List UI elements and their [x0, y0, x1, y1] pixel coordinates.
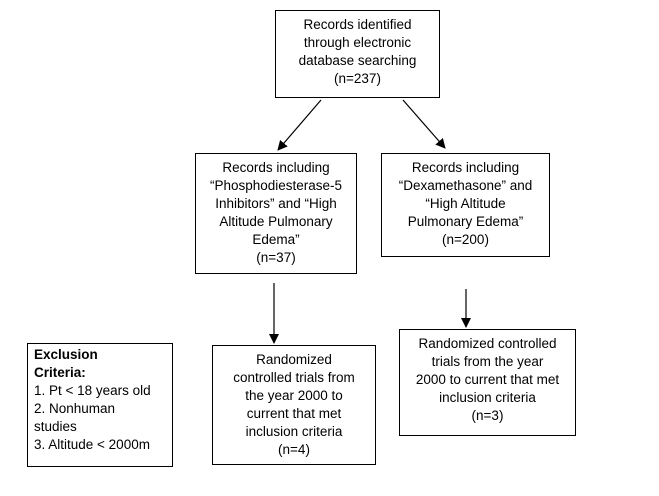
box-line: “Dexamethasone” and [398, 178, 533, 193]
box-line: Inhibitors” and “High [215, 196, 337, 211]
box-line: through electronic [303, 35, 412, 50]
dexamethasone-records-box: Records including “Dexamethasone” and “H… [381, 153, 550, 257]
box-line: (n=3) [471, 408, 504, 423]
box-line: Edema” [252, 232, 300, 247]
pde5-records-box: Records including “Phosphodiesterase-5 I… [195, 153, 357, 274]
box-line: controlled trials from [233, 370, 355, 385]
box-line: Randomized [256, 352, 332, 367]
pde5-rct-box: Randomized controlled trials from the ye… [212, 345, 376, 465]
exclusion-title: Exclusion [34, 347, 98, 362]
box-line: (n=37) [256, 250, 296, 265]
exclusion-criteria-box: Exclusion Criteria: 1. Pt < 18 years old… [27, 343, 173, 467]
exclusion-item: 2. Nonhuman [34, 401, 116, 416]
box-line: the year 2000 to [245, 388, 343, 403]
exclusion-item: studies [34, 419, 77, 434]
exclusion-item: 3. Altitude < 2000m [34, 437, 150, 452]
box-line: “Phosphodiesterase-5 [209, 178, 343, 193]
box-line: Pulmonary Edema” [407, 214, 524, 229]
arrow-top-to-left [277, 99, 322, 151]
records-identified-box: Records identified through electronic da… [275, 10, 440, 98]
box-line: Records identified [303, 17, 412, 32]
box-line: (n=4) [278, 442, 310, 457]
box-line: Altitude Pulmonary [219, 214, 333, 229]
box-line: current that met [246, 406, 342, 421]
box-line: 2000 to current that met [415, 372, 560, 387]
box-line: database searching [298, 53, 417, 68]
box-line: inclusion criteria [245, 424, 343, 439]
box-line: (n=200) [442, 232, 489, 247]
box-line: “High Altitude [425, 196, 506, 211]
arrow-top-to-right [402, 99, 446, 149]
box-line: inclusion criteria [439, 390, 536, 405]
box-line: (n=237) [334, 71, 381, 86]
box-line: trials from the year [431, 354, 544, 369]
box-line: Records including [411, 160, 520, 175]
exclusion-title: Criteria: [34, 365, 86, 380]
box-line: Randomized controlled [418, 336, 557, 351]
box-line: Records including [222, 160, 330, 175]
exclusion-item: 1. Pt < 18 years old [34, 383, 151, 398]
dexamethasone-rct-box: Randomized controlled trials from the ye… [399, 329, 576, 436]
